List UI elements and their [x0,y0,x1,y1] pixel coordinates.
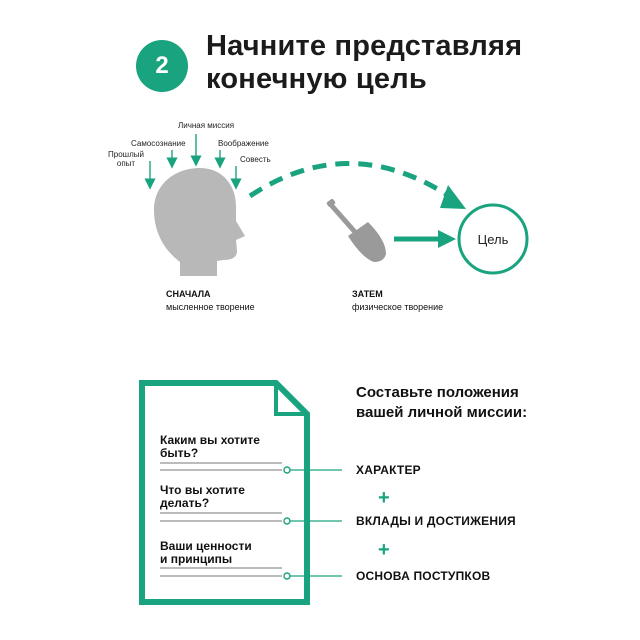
doc-question-3: Ваши ценности и принципы [160,540,252,566]
step-badge: 2 [136,40,188,92]
plus-icon: + [378,487,390,509]
step-number: 2 [155,52,169,79]
solid-arrow-head-icon [438,230,456,248]
caption-first-subtitle: мысленное творение [166,302,255,312]
doc-question-3-line2: и принципы [160,552,233,566]
mission-connectors [289,469,342,577]
mission-item-contributions: ВКЛАДЫ И ДОСТИЖЕНИЯ [356,514,516,528]
label-past-experience-line1: Прошлый [108,150,144,159]
mission-title: Составьте положения вашей личной миссии: [356,383,527,423]
caption-then-title: ЗАТЕМ [352,289,383,299]
title-line-1: Начните представляя [206,30,523,62]
doc-question-3-line1: Ваши ценности [160,539,252,553]
dashed-arrow-head-icon [440,185,466,209]
caption-then-subtitle: физическое творение [352,302,444,312]
label-personal-mission: Личная миссия [178,121,235,130]
doc-question-1-line1: Каким вы хотите [160,433,260,447]
answer-lines [160,462,282,577]
doc-question-1: Каким вы хотите быть? [160,434,260,460]
page-title: Начните представляя конечную цель [206,30,522,96]
caption-first: СНАЧАЛА мысленное творение [166,288,255,314]
caption-first-title: СНАЧАЛА [166,289,211,299]
mission-title-line1: Составьте положения [356,384,519,401]
goal-circle [457,203,529,275]
doc-question-2-line2: делать? [160,496,210,510]
doc-question-2: Что вы хотите делать? [160,484,245,510]
goal-label: Цель [478,232,509,247]
caption-then: ЗАТЕМ физическое творение [352,288,443,314]
document-icon [139,380,310,605]
doc-question-2-line1: Что вы хотите [160,483,245,497]
head-silhouette-icon [154,168,245,276]
mission-item-basis: ОСНОВА ПОСТУПКОВ [356,569,491,583]
influence-arrows [144,134,242,190]
label-past-experience-line2: опыт [116,159,136,168]
shovel-icon [326,199,386,262]
label-imagination: Воображение [218,139,269,148]
mission-item-character: ХАРАКТЕР [356,463,421,477]
dashed-arrow-to-goal [248,161,454,201]
title-line-2: конечную цель [206,63,427,95]
mission-title-line2: вашей личной миссии: [356,404,528,421]
doc-question-1-line2: быть? [160,446,199,460]
plus-icon: + [378,539,390,561]
label-past-experience: Прошлый опыт [108,150,144,168]
label-self-awareness: Самосознание [131,139,186,148]
connector-dots [283,466,291,580]
label-conscience: Совесть [240,155,271,164]
